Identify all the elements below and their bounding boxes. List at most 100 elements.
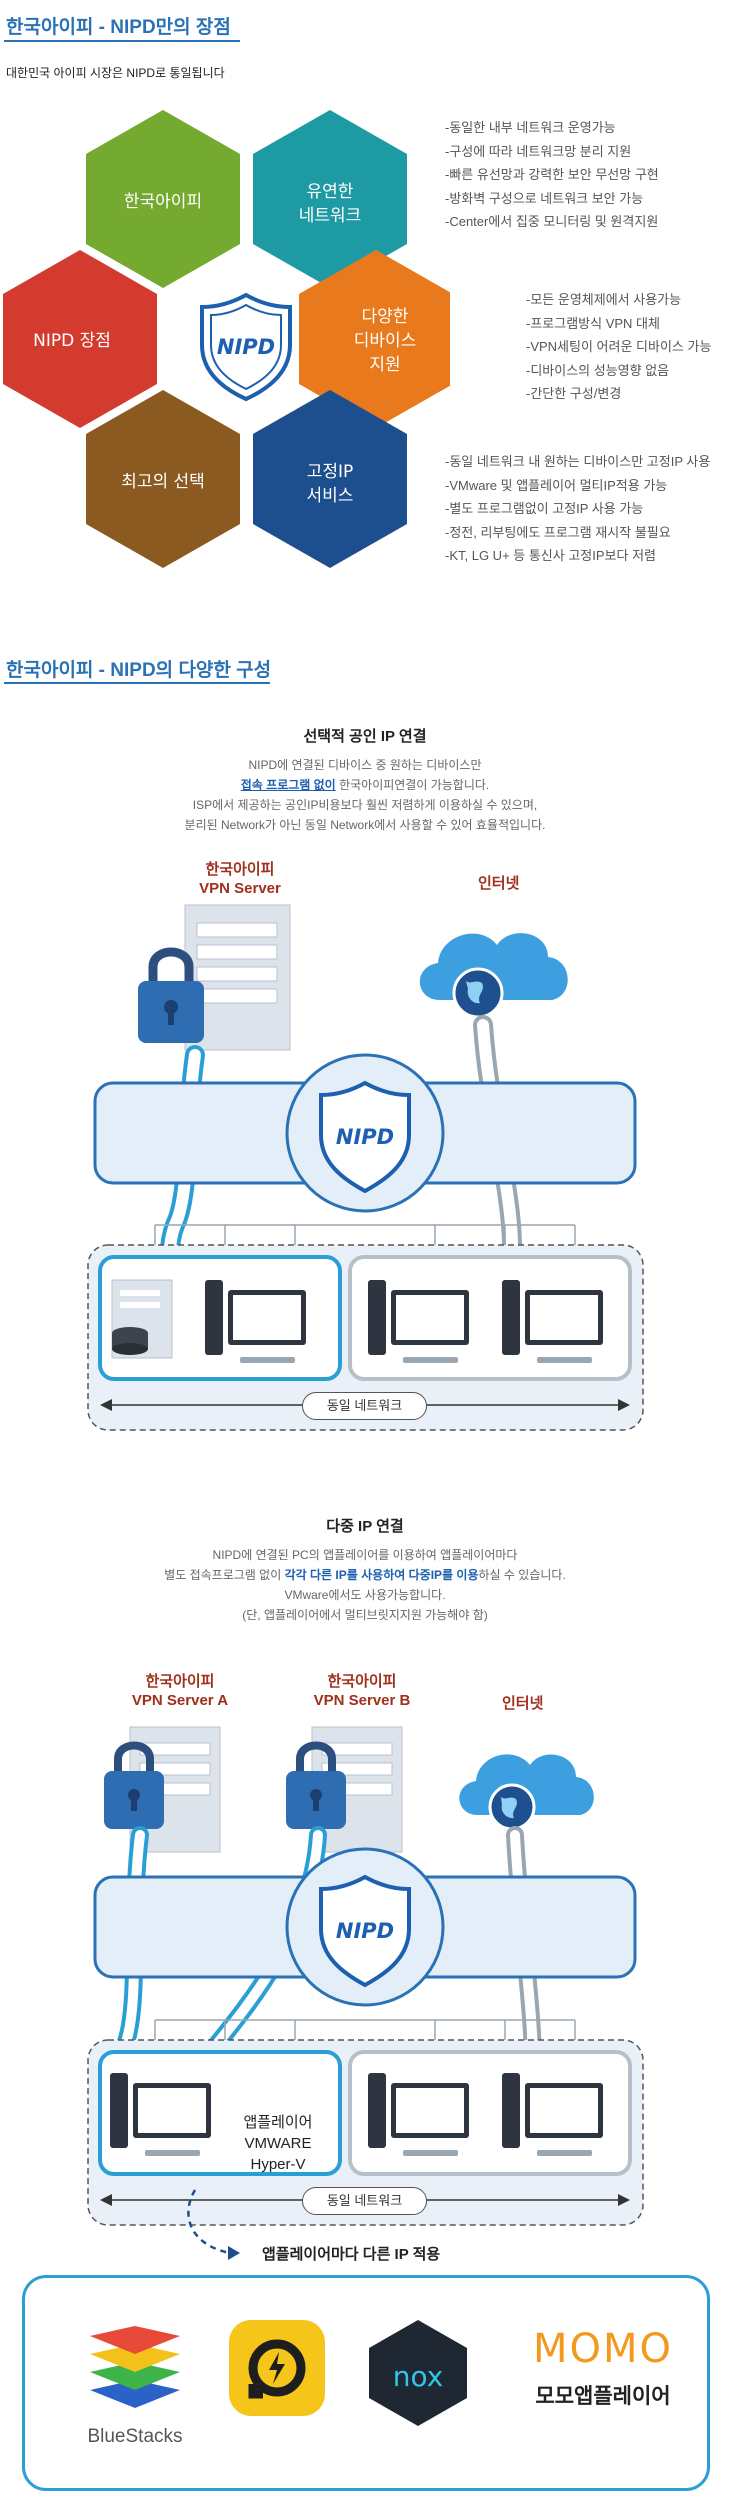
feature-item: -Center에서 집중 모니터링 및 원격지원 (445, 214, 659, 229)
hex-devices-line1: 다양한 (362, 307, 409, 327)
hex-nipd-merit-label: NIPD 장점 (33, 331, 111, 351)
hex-static-line1: 고정IP (307, 462, 354, 482)
server-device-icon (111, 1279, 173, 1359)
hex-flexible-line1: 유연한 (307, 182, 354, 202)
features-static-ip: -동일 네트워크 내 원하는 디바이스만 고정IP 사용 -VMware 및 앱… (445, 450, 710, 568)
diagram2: NIPD (87, 1726, 644, 2260)
desktop-pc-icon (110, 2073, 211, 2156)
server-label-line2: VPN Server A (131, 1692, 229, 1709)
bluestacks-logo-icon (90, 2326, 180, 2408)
app-note: 앱플레이어마다 다른 IP 적용 (262, 2246, 441, 2263)
desc-line: VMware에서도 사용가능합니다. (284, 1588, 446, 1602)
desc-line: 분리된 Network가 아닌 동일 Network에서 사용할 수 있어 효율… (184, 818, 546, 832)
hex-devices: 다양한 디바이스 지원 (299, 250, 450, 428)
diagram1-title: 선택적 공인 IP 연결 (303, 728, 427, 745)
feature-item: -빠른 유선망과 강력한 보안 무선망 구현 (445, 167, 659, 182)
desc-line: NIPD에 연결된 PC의 앱플레이어를 이용하여 앱플레이어마다 (212, 1548, 518, 1562)
nipd-shield-icon: NIPD (200, 292, 292, 402)
momo-korean-label: 모모앱플레이어 (535, 2385, 671, 2408)
hex-korea-ip-label: 한국아이피 (124, 192, 202, 212)
feature-item: -구성에 따라 네트워크망 분리 지원 (445, 143, 632, 159)
diagram2-description: NIPD에 연결된 PC의 앱플레이어를 이용하여 앱플레이어마다 별도 접속프… (0, 1545, 730, 1625)
feature-item: -KT, LG U+ 등 통신사 고정IP보다 저렴 (445, 548, 656, 563)
desc-line: 접속 프로그램 없이 한국아이피연결이 가능합니다. (0, 775, 730, 795)
server-label-line1: 한국아이피 (205, 861, 275, 878)
feature-item: -동일 네트워크 내 원하는 디바이스만 고정IP 사용 (445, 454, 711, 469)
diagram2-network-label: 동일 네트워크 (302, 2187, 427, 2215)
diagram2-server-a-label: 한국아이피 VPN Server A (110, 1672, 250, 1710)
desc-line: 별도 접속프로그램 없이 각각 다른 IP를 사용하여 다중IP를 이용하실 수… (0, 1565, 730, 1585)
diagram1-network-label: 동일 네트워크 (302, 1392, 427, 1420)
desktop-pc-icon (502, 2073, 603, 2156)
diagram1: NIPD (87, 904, 644, 1431)
lock-icon (104, 1741, 164, 1829)
hex-static-line2: 서비스 (307, 486, 354, 506)
feature-item: -정전, 리부팅에도 프로그램 재시작 불필요 (445, 524, 671, 540)
desc-text: 한국아이피연결이 가능합니다. (335, 778, 490, 792)
server-label-line1: 한국아이피 (145, 1673, 215, 1690)
app-player-logos-panel: BlueStacks nox MOMO 모모앱플레이어 (22, 2275, 710, 2491)
vpn-group-box (98, 2050, 342, 2176)
cloud-globe-icon (459, 1754, 594, 1831)
feature-item: -프로그램방식 VPN 대체 (526, 315, 660, 331)
server-label-line2: VPN Server (199, 880, 281, 897)
nipd-shield-icon: NIPD (319, 1080, 411, 1194)
section1-title: 한국아이피 - NIPD만의 장점 (6, 17, 231, 38)
desc-line: ISP에서 제공하는 공인IP비용보다 훨씬 저렴하게 이용하실 수 있으며, (192, 798, 538, 812)
server-label-line2: VPN Server B (313, 1692, 411, 1709)
hex-best-choice: 최고의 선택 (86, 390, 240, 568)
desktop-pc-icon (368, 1280, 469, 1363)
feature-item: -방화벽 구성으로 네트워크 보안 가능 (445, 190, 644, 206)
desc-line: (단, 앱플레이어에서 멀티브릿지지원 가능해야 함) (242, 1608, 488, 1622)
feature-item: -VMware 및 앱플레이어 멀티IP적용 가능 (445, 477, 668, 493)
emulator-line1: 앱플레이어 (243, 2114, 313, 2131)
svg-text:NIPD: NIPD (336, 1125, 394, 1149)
feature-item: -동일한 내부 네트워크 운영가능 (445, 120, 616, 135)
ldplayer-logo-icon (229, 2320, 325, 2416)
hex-devices-line2: 디바이스 (354, 331, 417, 351)
emulator-label: 앱플레이어 VMWARE Hyper-V (218, 2112, 338, 2175)
feature-item: -별도 프로그램없이 고정IP 사용 가능 (445, 501, 644, 516)
section1-underline (4, 40, 240, 42)
diagram2-server-b-label: 한국아이피 VPN Server B (292, 1672, 432, 1710)
diagram1-internet-label: 인터넷 (478, 875, 520, 892)
section2-title: 한국아이피 - NIPD의 다양한 구성 (6, 660, 272, 681)
cloud-globe-icon (419, 933, 568, 1019)
hex-flexible-network: 유연한 네트워크 (253, 110, 407, 288)
momo-logo-text: MOMO (533, 2326, 673, 2372)
hex-devices-line3: 지원 (369, 355, 400, 375)
hex-best-choice-label: 최고의 선택 (121, 472, 205, 492)
diagram1-description: NIPD에 연결된 디바이스 중 원하는 디바이스만 접속 프로그램 없이 한국… (0, 755, 730, 835)
internet-group-box (348, 2050, 632, 2176)
feature-item: -디바이스의 성능영향 없음 (526, 362, 670, 378)
desc-text: 별도 접속프로그램 없이 (164, 1568, 285, 1582)
features-network: -동일한 내부 네트워크 운영가능 -구성에 따라 네트워크망 분리 지원 -빠… (445, 116, 659, 234)
bluestacks-label: BlueStacks (87, 2426, 183, 2447)
feature-item: -모든 운영체제에서 사용가능 (526, 292, 682, 307)
svg-text:NIPD: NIPD (336, 1919, 394, 1943)
server-rack-icon (184, 904, 291, 1051)
desktop-pc-icon (368, 2073, 469, 2156)
hex-korea-ip: 한국아이피 (86, 110, 240, 288)
diagram2-title: 다중 IP 연결 (326, 1518, 404, 1535)
lock-icon (286, 1741, 346, 1829)
shield-text: NIPD (217, 335, 275, 359)
diagram1-server-label: 한국아이피 VPN Server (170, 860, 310, 898)
section2-underline (4, 682, 270, 684)
section1-subtitle: 대한민국 아이피 시장은 NIPD로 통일됩니다 (6, 66, 225, 80)
desktop-pc-icon (502, 1280, 603, 1363)
nox-label: nox (393, 2360, 444, 2393)
desktop-pc-icon (205, 1280, 306, 1363)
nipd-shield-icon: NIPD (319, 1874, 411, 1988)
server-label-line1: 한국아이피 (327, 1673, 397, 1690)
hexagon-diagram: 한국아이피 유연한 네트워크 NIPD 장점 다양한 디바이스 지원 최고의 선… (3, 110, 450, 568)
feature-item: -간단한 구성/변경 (526, 386, 622, 401)
desc-text: 하실 수 있습니다. (478, 1568, 566, 1582)
feature-item: -VPN세팅이 어려운 디바이스 가능 (526, 339, 712, 354)
features-devices: -모든 운영체제에서 사용가능 -프로그램방식 VPN 대체 -VPN세팅이 어… (526, 288, 711, 406)
desc-line: NIPD에 연결된 디바이스 중 원하는 디바이스만 (248, 758, 482, 772)
desc-highlight: 접속 프로그램 없이 (240, 778, 336, 792)
desc-highlight: 각각 다른 IP를 사용하여 다중IP를 이용 (284, 1568, 479, 1582)
internet-group-box (348, 1255, 632, 1381)
lock-icon (138, 947, 204, 1043)
